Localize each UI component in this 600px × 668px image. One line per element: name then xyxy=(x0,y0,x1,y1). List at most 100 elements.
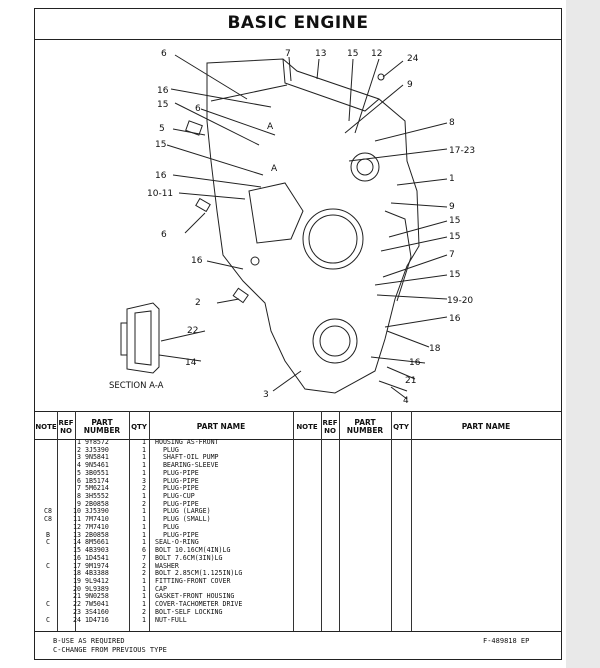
page-title: BASIC ENGINE xyxy=(227,13,369,33)
callout-15: 15 xyxy=(449,232,460,242)
row-part-number: 2B0858 xyxy=(85,530,109,539)
row-part-name: PLUG-PIPE xyxy=(155,476,199,485)
header-part-number-right: PART NUMBER xyxy=(346,418,384,435)
row-ref-no: 18 xyxy=(73,569,81,578)
row-part-number: 9N5461 xyxy=(85,461,109,470)
section-mark-a: A xyxy=(267,122,274,132)
section-mark-a: A xyxy=(271,164,278,174)
callout-3: 3 xyxy=(263,390,269,400)
row-note: C8 xyxy=(44,507,52,516)
callout-17-23: 17-23 xyxy=(449,146,475,156)
row-part-name: COVER-TACHOMETER DRIVE xyxy=(155,600,243,609)
footnote-b: B-USE AS REQUIRED xyxy=(53,637,125,645)
row-part-name: PLUG (LARGE) xyxy=(155,507,211,516)
row-qty: 2 xyxy=(142,561,146,570)
footnotes: B-USE AS REQUIRED C-CHANGE FROM PREVIOUS… xyxy=(53,637,167,655)
callout-16: 16 xyxy=(157,86,169,96)
row-part-name: BOLT 2.85CM(1.125IN)LG xyxy=(155,569,243,578)
table-top-rule xyxy=(35,411,561,412)
callout-24: 24 xyxy=(407,54,419,64)
row-qty: 6 xyxy=(142,546,146,555)
main-bore xyxy=(302,208,364,270)
row-part-number: 4B3388 xyxy=(85,569,109,578)
callout-8: 8 xyxy=(449,118,455,128)
callout-15: 15 xyxy=(449,216,460,226)
row-part-name: PLUG (SMALL) xyxy=(155,515,211,524)
row-qty: 1 xyxy=(142,592,146,601)
callout-15: 15 xyxy=(347,49,358,59)
row-ref-no: 9 xyxy=(77,499,81,508)
scrollbar-track[interactable] xyxy=(566,0,600,668)
front-housing-outline xyxy=(206,58,420,394)
callout-15: 15 xyxy=(449,270,460,280)
row-ref-no: 8 xyxy=(77,492,81,501)
header-part-name: PART NAME xyxy=(196,422,246,431)
figure-id: F-489818 EP xyxy=(483,637,530,645)
callout-6: 6 xyxy=(161,49,167,59)
callout-16: 16 xyxy=(155,171,167,181)
row-part-number: 7M7410 xyxy=(85,515,109,524)
header-part-name-right: PART NAME xyxy=(461,422,511,431)
callout-15: 15 xyxy=(157,100,168,110)
row-ref-no: 4 xyxy=(77,461,81,470)
row-part-name: PLUG xyxy=(155,522,179,531)
row-ref-no: 20 xyxy=(73,584,81,593)
row-part-number: 9N0258 xyxy=(85,592,109,601)
callout-16: 16 xyxy=(449,314,461,324)
row-note: B xyxy=(46,530,50,539)
row-part-name: BOLT 10.16CM(4IN)LG xyxy=(155,546,231,555)
row-part-name: PLUG-PIPE xyxy=(155,484,199,493)
lower-bore xyxy=(312,318,358,364)
exploded-view-diagram: 6 7 13 15 12 24 16 9 15 6 8 5 A 17-23 15… xyxy=(120,49,475,406)
row-part-number: 9Y8572 xyxy=(85,438,109,446)
row-part-name: WASHER xyxy=(155,561,179,570)
row-ref-no: 11 xyxy=(73,515,81,524)
row-part-name: GASKET-FRONT HOUSING xyxy=(155,592,235,601)
row-part-number: 9N5841 xyxy=(85,453,109,462)
row-ref-no: 23 xyxy=(73,607,81,616)
row-qty: 1 xyxy=(142,453,146,462)
callout-15: 15 xyxy=(155,140,166,150)
callout-16: 16 xyxy=(191,256,203,266)
header-qty-right: QTY xyxy=(393,423,409,431)
row-note: C xyxy=(46,615,50,624)
row-part-name: BOLT 7.6CM(3IN)LG xyxy=(155,553,223,562)
row-part-number: 9L9389 xyxy=(85,584,109,593)
row-part-name: PLUG-PIPE xyxy=(155,499,199,508)
row-part-name: HOUSING AS-FRONT xyxy=(155,438,219,446)
row-part-number: 8M5661 xyxy=(85,538,109,547)
row-part-number: 9M1974 xyxy=(85,561,109,570)
row-part-number: 7M7410 xyxy=(85,522,109,531)
row-qty: 2 xyxy=(142,484,146,493)
callout-16: 16 xyxy=(409,358,421,368)
callout-1: 1 xyxy=(449,174,455,184)
row-ref-no: 2 xyxy=(77,445,81,454)
row-qty: 1 xyxy=(142,530,146,539)
row-ref-no: 13 xyxy=(73,530,81,539)
callout-9: 9 xyxy=(407,80,413,90)
row-part-name: PLUG xyxy=(155,445,179,454)
row-qty: 1 xyxy=(142,522,146,531)
row-part-number: 1D4716 xyxy=(85,615,109,624)
callout-21: 21 xyxy=(405,376,416,386)
row-qty: 1 xyxy=(142,507,146,516)
row-qty: 1 xyxy=(142,492,146,501)
row-note: C8 xyxy=(44,515,52,524)
row-qty: 2 xyxy=(142,569,146,578)
callout-7: 7 xyxy=(449,250,455,260)
header-ref-no: REF NO xyxy=(58,419,74,435)
row-ref-no: 19 xyxy=(73,576,81,585)
